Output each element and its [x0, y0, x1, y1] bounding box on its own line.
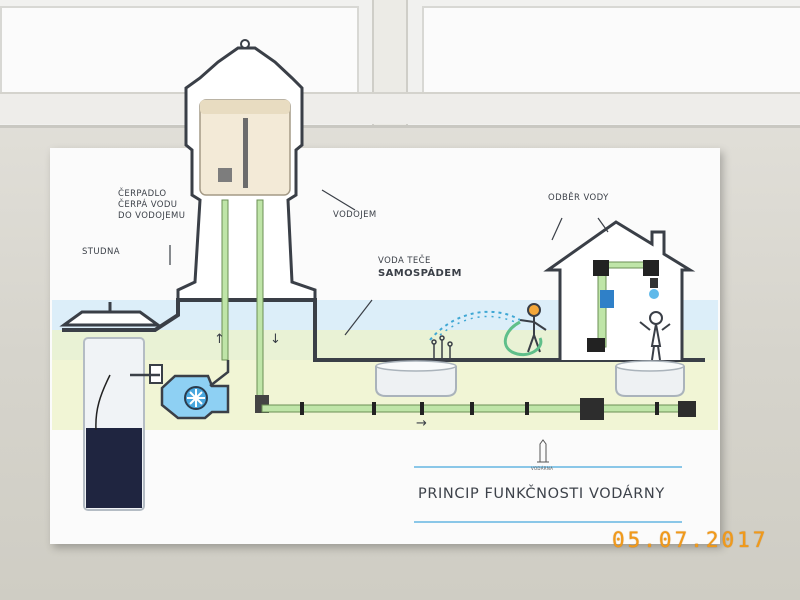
house-tap — [600, 290, 614, 308]
house-elbow — [593, 260, 609, 276]
samospadem-pointer — [344, 299, 373, 336]
house-outline — [543, 220, 696, 360]
label-samospadem: SAMOSPÁDEM — [378, 268, 462, 279]
odber-pointer-right — [597, 217, 609, 233]
garden-hose — [503, 320, 543, 357]
shower-valve — [643, 260, 659, 276]
window-pane-right — [422, 6, 800, 94]
distribution-pipe — [261, 404, 693, 413]
flowers-icon — [431, 335, 453, 358]
label-cerpadlo: ČERPADLO ČERPÁ VODU DO VODOJEMU — [118, 189, 186, 221]
arrow-down-label: ↓ — [270, 332, 282, 347]
vodojem-pointer — [321, 189, 356, 211]
tower-finial — [240, 39, 250, 49]
shower-head-icon — [649, 278, 659, 299]
right-basin — [615, 366, 685, 397]
photo-date-stamp: 05.07.2017 — [612, 528, 769, 552]
window — [0, 0, 800, 128]
tower-pipe-up — [221, 199, 229, 361]
label-vodojem: VODOJEM — [333, 210, 377, 220]
pipe-end-valve — [678, 401, 696, 417]
label-odber-vody: ODBĚR VODY — [548, 193, 609, 203]
label-voda-tece: VODA TEČE — [378, 256, 431, 266]
odber-pointer-left — [551, 217, 563, 241]
ground-profile-line — [62, 298, 705, 362]
brand-text: VODÁRNA — [531, 466, 554, 471]
tank-inlet-pipe — [243, 118, 248, 188]
label-studna: STUDNA — [82, 247, 120, 257]
house-floor-fitting — [587, 338, 605, 352]
tank-valve — [218, 168, 232, 182]
tank-top-band — [200, 100, 290, 114]
well-hose — [95, 374, 111, 431]
pipe-tee-fitting — [580, 398, 604, 420]
left-basin — [375, 366, 457, 397]
person-showering-icon — [639, 311, 671, 361]
board-title: PRINCIP FUNKČNOSTI VODÁRNY — [418, 486, 665, 502]
window-sill — [0, 92, 800, 124]
pipe-joints — [300, 402, 659, 415]
right-basin-rim — [615, 360, 685, 372]
vodarna-logo-icon — [537, 439, 549, 463]
pump-blades-icon — [187, 389, 205, 407]
arrow-up-label: ↑ — [214, 332, 226, 347]
well-lid — [59, 310, 163, 327]
left-basin-rim — [375, 360, 457, 372]
tower-pipe-down — [256, 199, 264, 401]
gardener-icon — [519, 303, 547, 353]
arrow-right-label: → — [416, 416, 428, 431]
pump-to-tower-pipe — [209, 360, 230, 387]
well-water — [86, 428, 142, 508]
